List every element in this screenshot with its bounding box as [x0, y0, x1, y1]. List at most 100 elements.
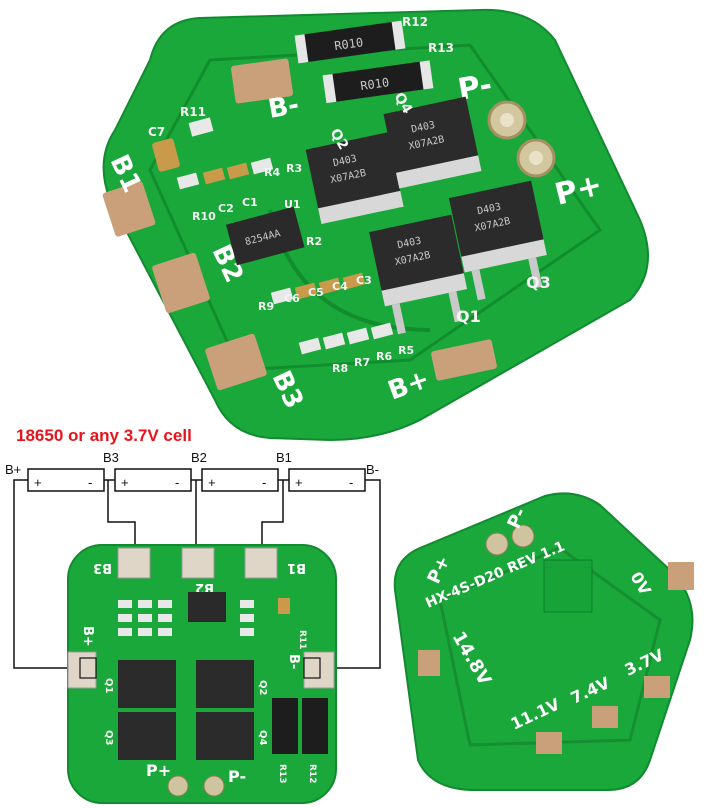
- label-c2: C2: [218, 202, 234, 215]
- label-c3: C3: [356, 274, 372, 287]
- q2-marking-1: D403: [332, 153, 358, 169]
- diagram-label-b3: B3: [93, 560, 112, 575]
- label-q1: Q1: [456, 307, 481, 326]
- diagram-label-b2: B2: [195, 580, 214, 595]
- label-c1: C1: [242, 196, 258, 209]
- label-r9: R9: [258, 300, 274, 313]
- diagram-label-b-minus: B-: [286, 654, 301, 669]
- label-c5: C5: [308, 286, 324, 299]
- bottom-terminal-p-plus: [485, 532, 509, 556]
- top-pcb-trace: [148, 43, 603, 372]
- diagram-ic: [188, 592, 226, 622]
- diagram-pcb-board: B3 B2 B1 B+ B- Q1 Q3 Q2 Q4 R13: [67, 544, 337, 804]
- diagram-label-q3: Q3: [103, 730, 114, 746]
- label-c4: C4: [332, 280, 348, 293]
- label-r7: R7: [354, 356, 370, 369]
- ic-u1: 8254AA: [226, 206, 305, 266]
- diagram-wire-pad-right: [303, 657, 321, 679]
- label-c6: C6: [284, 292, 300, 305]
- mosfet-q3: D403 X07A2B: [448, 180, 547, 301]
- top-pcb-board: B- B1 B2 B3 B+ P- P+ R010 R010 R12 R13: [102, 8, 649, 442]
- label-r12: R12: [402, 15, 428, 29]
- cell-1-minus: -: [88, 475, 92, 490]
- label-r4: R4: [264, 166, 280, 179]
- pad-b3: [205, 333, 267, 391]
- diagram-label-q1: Q1: [103, 678, 114, 694]
- label-r11: R11: [180, 105, 206, 119]
- bottom-pcb-body: [393, 492, 694, 791]
- cell-3-minus: -: [262, 475, 266, 490]
- label-r3: R3: [286, 162, 302, 175]
- label-b-minus: B-: [266, 90, 301, 125]
- diagram-terminal-p-plus: [167, 775, 189, 797]
- diagram-smd-row: [118, 598, 290, 636]
- diagram-terminal-p-minus: [203, 775, 225, 797]
- diagram-label-b1: B1: [287, 560, 306, 575]
- cell-4: + -: [288, 468, 366, 492]
- label-u1: U1: [284, 198, 301, 211]
- pad-b-minus: [231, 58, 293, 104]
- bottom-pad-14-8v: [418, 650, 440, 676]
- wire-label-b-plus: B+: [5, 462, 21, 477]
- bottom-terminal-p-minus: [511, 524, 535, 548]
- bottom-pcb-via-field: [543, 559, 593, 613]
- mosfet-q1: D403 X07A2B: [369, 214, 468, 335]
- label-r2: R2: [306, 235, 322, 248]
- diagram-label-p-plus: P+: [146, 761, 171, 780]
- cell-1: + -: [27, 468, 105, 492]
- diagram-mosfet-q4: [196, 712, 254, 760]
- bottom-pad-3-7v: [644, 676, 670, 698]
- wire-label-b2: B2: [191, 450, 207, 465]
- label-q3: Q3: [526, 273, 551, 292]
- label-r8: R8: [332, 362, 348, 375]
- diagram-pad-b2: [181, 547, 215, 579]
- cell-2: + -: [114, 468, 192, 492]
- resistor-r13: R010: [322, 60, 434, 104]
- wiring-diagram: B+ B3 B2 B1 B- + - + - + - + -: [5, 450, 381, 804]
- bottom-pcb-board: P+ P- HX-4S-D20 REV 1.1 0V 14.8V 11.1V 7…: [393, 492, 694, 791]
- cell-3: + -: [201, 468, 279, 492]
- wire-label-b1: B1: [276, 450, 292, 465]
- terminal-p-minus-center: [500, 113, 514, 127]
- diagram-label-q2: Q2: [257, 680, 268, 696]
- bottom-pad-11-1v: [536, 732, 562, 754]
- resistor-r12: R010: [294, 20, 406, 64]
- cell-4-plus: +: [295, 475, 303, 490]
- mosfet-q4: D403 X07A2B: [383, 96, 482, 189]
- cell-2-minus: -: [175, 475, 179, 490]
- diagram-mosfet-q2: [196, 660, 254, 708]
- diagram-mosfet-q3: [118, 712, 176, 760]
- label-r13: R13: [428, 41, 454, 55]
- bottom-pad-0v: [668, 562, 694, 590]
- diagram-label-r11: R11: [297, 630, 307, 649]
- mosfet-q2: D403 X07A2B: [305, 132, 404, 225]
- wire-label-b-minus: B-: [366, 462, 379, 477]
- wiring-caption: 18650 or any 3.7V cell: [16, 426, 192, 445]
- cell-3-plus: +: [208, 475, 216, 490]
- q3-marking-1: D403: [476, 202, 502, 218]
- diagram-label-r13: R13: [277, 764, 287, 783]
- r13-marking: R010: [359, 75, 390, 93]
- q1-marking-1: D403: [396, 236, 422, 252]
- cell-1-plus: +: [34, 475, 42, 490]
- cell-4-minus: -: [349, 475, 353, 490]
- terminal-p-plus-center: [529, 151, 543, 165]
- label-c7: C7: [148, 125, 165, 139]
- diagram-label-p-minus: P-: [228, 767, 246, 786]
- diagram-resistor-r13: [272, 698, 298, 754]
- r12-marking: R010: [333, 35, 364, 53]
- pad-b-plus: [431, 339, 497, 381]
- diagram-label-q4: Q4: [257, 730, 268, 746]
- diagram-label-b-plus: B+: [80, 626, 95, 647]
- pad-b1: [102, 181, 156, 237]
- label-r10: R10: [192, 210, 216, 223]
- diagram-pad-b1: [244, 547, 278, 579]
- q4-marking-1: D403: [410, 120, 436, 136]
- diagram-mosfet-q1: [118, 660, 176, 708]
- bottom-pad-7-4v: [592, 706, 618, 728]
- diagram-resistor-r12: [302, 698, 328, 754]
- label-r6: R6: [376, 350, 392, 363]
- label-r5: R5: [398, 344, 414, 357]
- diagram-pad-b3: [117, 547, 151, 579]
